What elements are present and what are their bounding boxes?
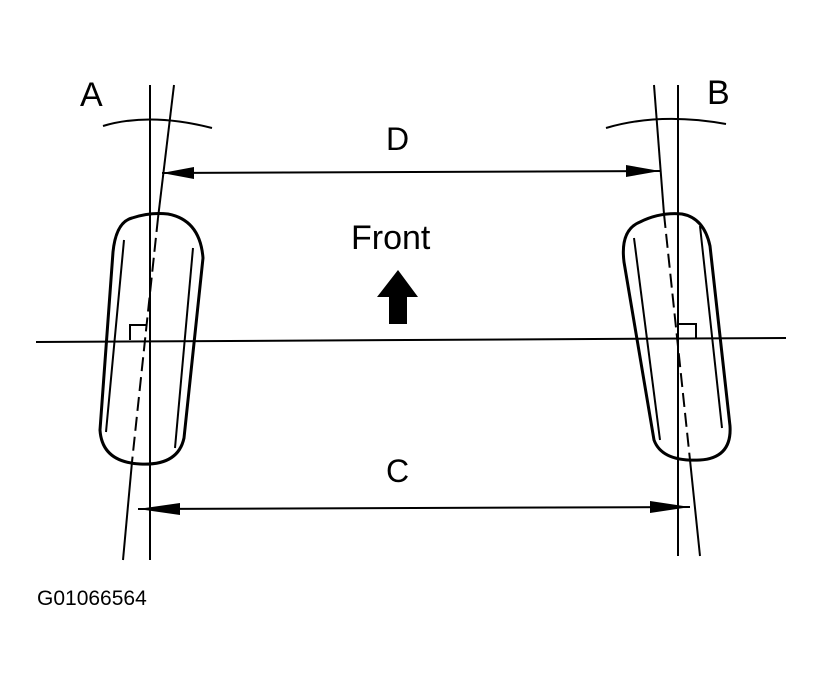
dimension-d-arrow <box>161 165 661 179</box>
left-wheel-centerline <box>157 84 175 219</box>
figure-id: G01066564 <box>37 587 147 610</box>
front-direction-arrow <box>377 270 418 324</box>
label-c: C <box>386 453 409 489</box>
label-front: Front <box>351 219 431 257</box>
angle-a-arc <box>102 118 213 129</box>
label-d: D <box>386 121 409 157</box>
left-wheel <box>98 212 205 466</box>
right-wheel <box>621 212 732 462</box>
left-right-angle-marker <box>129 324 147 340</box>
dimension-c-arrow <box>137 501 691 515</box>
right-right-angle-marker <box>678 323 697 338</box>
axle-centerline <box>35 337 787 343</box>
label-b: B <box>707 74 730 112</box>
label-a: A <box>80 76 103 114</box>
angle-b-arc <box>605 117 727 129</box>
right-wheel-centerline <box>653 84 665 215</box>
